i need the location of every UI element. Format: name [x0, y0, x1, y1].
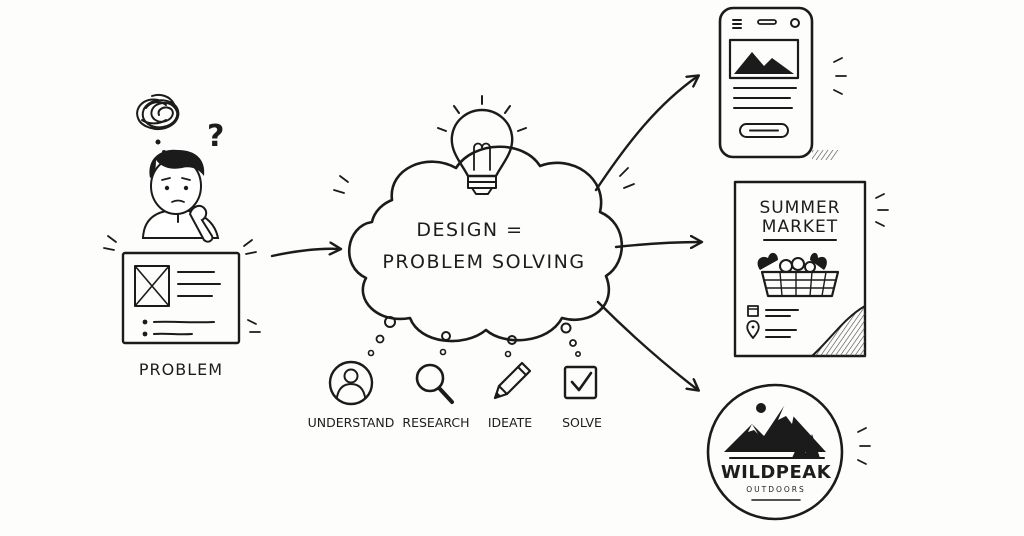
sun-icon	[756, 403, 766, 413]
step-understand: UNDERSTAND	[308, 360, 395, 430]
step-label-solve: SOLVE	[562, 415, 602, 430]
problem-label: PROBLEM	[139, 360, 223, 379]
pencil-icon	[493, 361, 532, 400]
step-research: RESEARCH	[402, 363, 470, 430]
thought-dots	[367, 316, 581, 358]
step-label-research: RESEARCH	[402, 415, 469, 430]
person-icon	[328, 360, 374, 406]
thinking-person-icon	[141, 149, 220, 243]
poster-title-line1: SUMMER	[759, 198, 840, 218]
arrow-to-phone	[594, 76, 698, 192]
vegetable-basket-icon	[757, 252, 840, 298]
step-ideate: IDEATE	[488, 361, 532, 430]
arrow-to-logo	[596, 300, 698, 390]
wildpeak-logo: WILDPEAK OUTDOORS	[706, 383, 871, 521]
step-label-understand: UNDERSTAND	[308, 415, 395, 430]
poster-mockup: SUMMER MARKET	[733, 180, 889, 358]
magnifier-icon	[415, 363, 454, 404]
problem-section: ? PROBLEM	[103, 93, 261, 379]
center-title-line1: DESIGN =	[416, 219, 523, 241]
thought-cloud	[348, 145, 624, 343]
light-bulb-icon	[437, 95, 527, 195]
poster-title-line2: MARKET	[762, 217, 838, 237]
pine-trees-icon	[729, 434, 825, 459]
checkbox-icon	[563, 365, 598, 400]
phone-mockup	[718, 6, 847, 160]
logo-name: WILDPEAK	[721, 462, 832, 483]
problem-card	[121, 251, 241, 345]
step-solve: SOLVE	[562, 365, 602, 430]
center-title-line2: PROBLEM SOLVING	[382, 251, 585, 273]
question-mark: ?	[207, 119, 224, 154]
calendar-icon	[747, 305, 759, 317]
location-pin-icon	[746, 320, 760, 339]
mountain-icon	[724, 406, 826, 452]
arrow-to-poster	[614, 242, 701, 247]
arrow-problem-to-cloud	[270, 249, 340, 258]
step-label-ideate: IDEATE	[488, 415, 532, 430]
logo-subtitle: OUTDOORS	[746, 485, 806, 494]
scribble-icon	[136, 93, 180, 154]
